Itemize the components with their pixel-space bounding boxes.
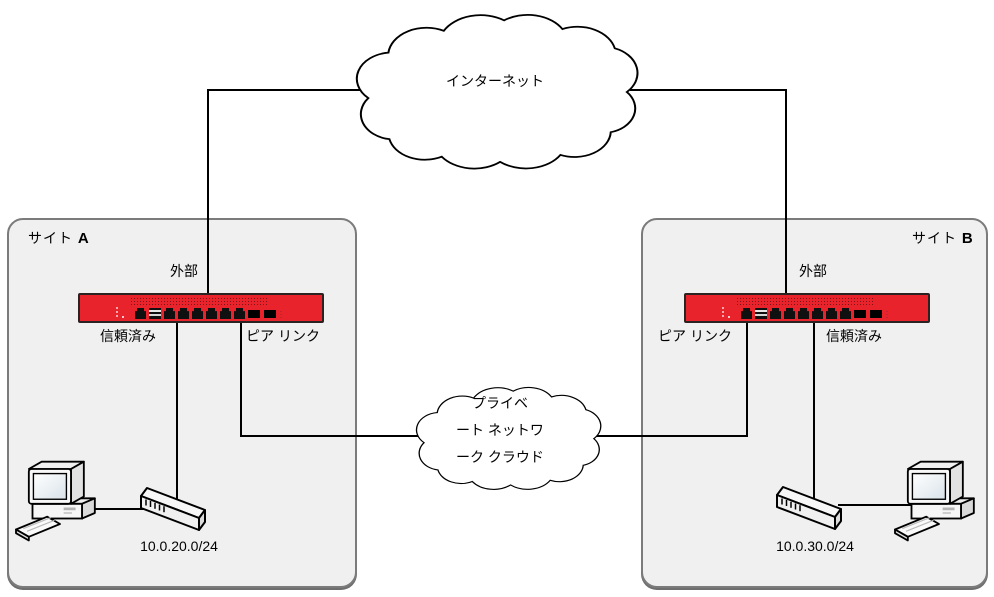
- link-internet-siteb-v: [785, 89, 787, 294]
- site-b-title-text: サイト: [912, 230, 957, 246]
- ethernet-port: [178, 308, 189, 319]
- external-label-a: 外部: [170, 263, 198, 279]
- link-pc-switch-a: [88, 508, 150, 510]
- link-internet-sitea-v: [207, 89, 209, 294]
- private-cloud-label: プライベ ート ネットワ ーク クラウド: [415, 390, 585, 471]
- ethernet-port: [135, 308, 146, 319]
- site-a-title-letter: A: [77, 230, 90, 247]
- firewall-vent: [130, 297, 268, 305]
- ethernet-port: [220, 308, 231, 319]
- firewall-ports: [135, 308, 282, 320]
- private-cloud-label-line3: ーク クラウド: [456, 449, 544, 465]
- site-a-title: サイト A: [28, 230, 90, 247]
- link-internet-sitea-h: [207, 89, 362, 91]
- sfp-port: [854, 310, 866, 318]
- firewall-led-lights: [116, 307, 126, 319]
- trusted-label-a: 信頼済み: [100, 328, 156, 344]
- firewall-ports: [741, 308, 888, 320]
- serial-port: [755, 308, 767, 319]
- ethernet-port: [840, 308, 851, 319]
- subnet-label-b: 10.0.30.0/24: [776, 538, 854, 554]
- firewall-appliance-b: [684, 293, 930, 323]
- site-a-title-text: サイト: [28, 230, 73, 246]
- private-cloud-label-line1: プライベ: [472, 395, 528, 411]
- link-peer-b-v: [746, 322, 748, 437]
- external-label-b: 外部: [799, 263, 827, 279]
- firewall-led-lights: [722, 307, 732, 319]
- firewall-appliance-a: [78, 293, 324, 323]
- firewall-led-lights: [886, 310, 888, 318]
- ethernet-port: [826, 308, 837, 319]
- link-peer-a-v: [240, 322, 242, 437]
- peer-link-label-a: ピア リンク: [246, 328, 320, 344]
- ethernet-port: [164, 308, 175, 319]
- desktop-computer-a: [14, 458, 106, 551]
- site-a-box: [7, 218, 357, 588]
- ethernet-port: [741, 308, 752, 319]
- link-trusted-b: [813, 322, 815, 500]
- ethernet-port: [798, 308, 809, 319]
- ethernet-port: [812, 308, 823, 319]
- internet-cloud-label: インターネット: [446, 73, 544, 89]
- link-pc-switch-b: [838, 504, 916, 506]
- ethernet-port: [206, 308, 217, 319]
- network-switch-a: [139, 480, 219, 539]
- peer-link-label-b: ピア リンク: [658, 328, 732, 344]
- trusted-label-b: 信頼済み: [826, 328, 882, 344]
- firewall-led-lights: [280, 310, 282, 318]
- serial-port: [149, 308, 161, 319]
- link-trusted-a: [176, 322, 178, 500]
- link-peer-b-h: [590, 435, 748, 437]
- link-peer-a-h: [240, 435, 420, 437]
- link-internet-siteb-h: [630, 89, 787, 91]
- sfp-port: [248, 310, 260, 318]
- sfp-port: [264, 310, 276, 318]
- subnet-label-a: 10.0.20.0/24: [140, 538, 218, 554]
- ethernet-port: [234, 308, 245, 319]
- site-b-title-letter: B: [961, 230, 974, 247]
- ethernet-port: [192, 308, 203, 319]
- sfp-port: [870, 310, 882, 318]
- network-switch-b: [775, 479, 855, 538]
- firewall-vent: [736, 297, 874, 305]
- ethernet-port: [770, 308, 781, 319]
- desktop-computer-b: [893, 458, 985, 551]
- private-cloud-label-line2: ート ネットワ: [456, 422, 544, 438]
- ethernet-port: [784, 308, 795, 319]
- site-b-title: サイト B: [912, 230, 974, 247]
